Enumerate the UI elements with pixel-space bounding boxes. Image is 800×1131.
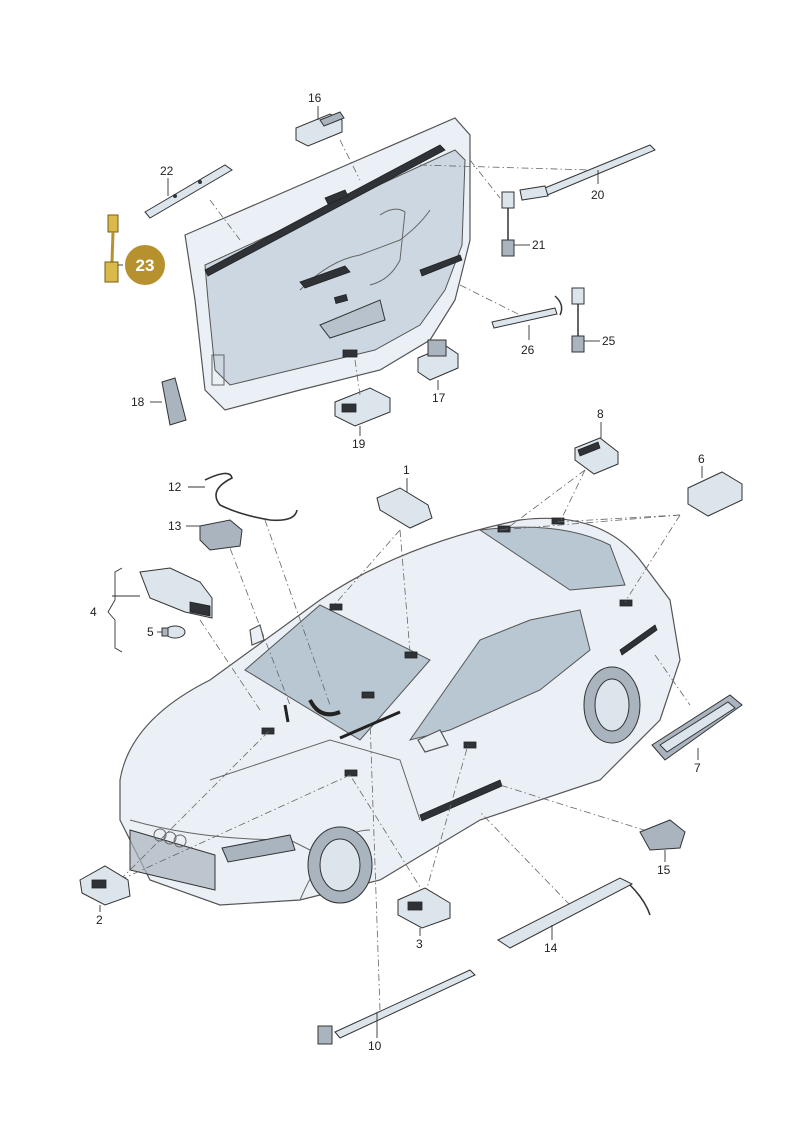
callout-19: 19 — [352, 437, 366, 451]
part-15-connector — [639, 819, 686, 862]
car-body — [119, 517, 681, 906]
part-21-connector — [501, 191, 530, 257]
callout-4: 4 — [90, 605, 97, 619]
callout-16: 16 — [308, 91, 322, 105]
callout-18: 18 — [131, 395, 145, 409]
part-20-light-strip — [519, 144, 656, 201]
callout-10: 10 — [368, 1039, 382, 1053]
callout-8: 8 — [597, 407, 604, 421]
part-8-sensor — [574, 422, 619, 475]
callout-7: 7 — [694, 761, 701, 775]
part-3-lamp — [397, 887, 451, 936]
part-19-lamp — [334, 387, 391, 436]
part-12-wire — [188, 472, 298, 522]
callout-26: 26 — [521, 343, 535, 357]
callout-25: 25 — [602, 334, 616, 348]
callout-20: 20 — [591, 188, 605, 202]
part-14-sill-strip — [497, 877, 651, 949]
part-7-sill-light — [651, 694, 743, 761]
part-1-lamp — [376, 478, 433, 529]
part-13-connector — [186, 519, 243, 551]
part-16-control-unit — [295, 106, 345, 147]
callout-22: 22 — [160, 164, 174, 178]
part-26-light-guide — [491, 295, 563, 340]
callout-15: 15 — [657, 863, 671, 877]
badge-23-label: 23 — [136, 256, 155, 275]
part-22-light-strip — [144, 164, 233, 219]
callout-6: 6 — [698, 452, 705, 466]
callout-1: 1 — [403, 463, 410, 477]
part-4-housing — [112, 567, 213, 619]
callout-3: 3 — [416, 937, 423, 951]
callout-17: 17 — [432, 391, 446, 405]
part-10-light-strip — [317, 969, 476, 1045]
part-25-connector — [571, 287, 600, 353]
door-panel — [184, 117, 471, 411]
bracket-4-5 — [107, 567, 123, 653]
reference-lines — [119, 139, 691, 1011]
callout-2: 2 — [96, 913, 103, 927]
part-2-lamp — [79, 865, 131, 912]
callout-13: 13 — [168, 519, 182, 533]
callout-14: 14 — [544, 941, 558, 955]
part-23-wiring-harness — [104, 214, 128, 283]
callout-labels: 16 22 20 21 25 26 17 18 19 8 1 6 12 13 4… — [90, 91, 705, 1053]
part-17-switch — [417, 339, 459, 390]
part-5-bulb — [157, 625, 186, 639]
callout-5: 5 — [147, 625, 154, 639]
part-6-control-unit — [687, 466, 743, 517]
highlight-badge-23[interactable]: 23 — [123, 243, 167, 287]
part-18-reflector — [150, 377, 187, 426]
callout-12: 12 — [168, 480, 182, 494]
callout-21: 21 — [532, 238, 546, 252]
